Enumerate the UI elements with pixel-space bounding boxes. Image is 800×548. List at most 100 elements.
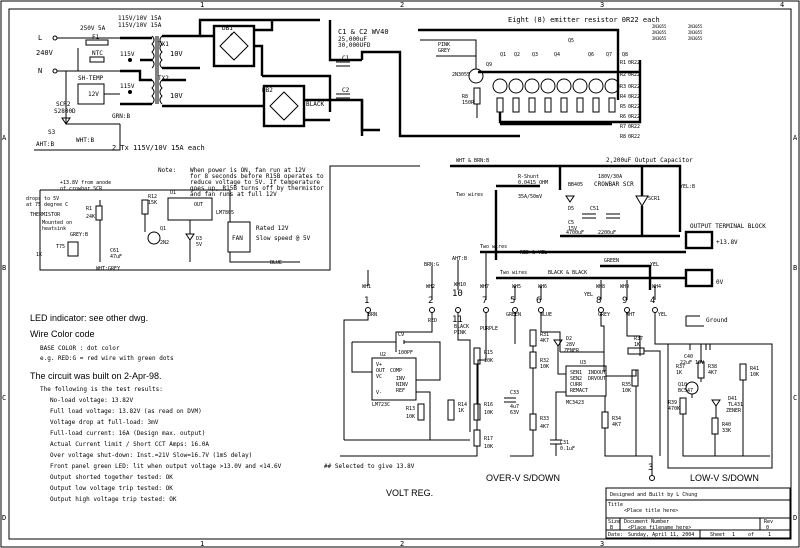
svg-text:Two wires: Two wires <box>480 244 507 250</box>
svg-text:12V: 12V <box>88 91 99 98</box>
svg-text:0R22: 0R22 <box>628 72 640 78</box>
svg-text:NINV: NINV <box>396 382 408 388</box>
svg-text:THERMISTOR: THERMISTOR <box>30 212 61 218</box>
svg-text:115V: 115V <box>120 83 135 90</box>
svg-text:R8: R8 <box>620 134 626 140</box>
wiring-labels: RED & YEL Two wires Two wires BLACK & BL… <box>424 244 686 290</box>
svg-text:R37: R37 <box>676 364 685 370</box>
svg-text:<Place filename here>: <Place filename here> <box>628 525 691 531</box>
svg-text:Slow speed @ 5V: Slow speed @ 5V <box>256 235 311 242</box>
terminal-8: 8 <box>596 296 604 313</box>
svg-text:reduce voltage to 5V. If tempe: reduce voltage to 5V. If temperature <box>190 179 320 186</box>
svg-text:C31: C31 <box>560 440 569 446</box>
svg-text:Q5: Q5 <box>568 38 574 44</box>
svg-text:WH4: WH4 <box>652 284 661 290</box>
svg-text:## Selected to give 13.8V: ## Selected to give 13.8V <box>324 463 415 470</box>
svg-text:BLUE: BLUE <box>270 260 282 266</box>
svg-text:Ground: Ground <box>706 317 728 324</box>
svg-text:2: 2 <box>400 540 404 548</box>
svg-text:10K: 10K <box>750 372 759 378</box>
svg-text:C2: C2 <box>342 87 350 94</box>
info-notes: LED indicator: see other dwg. Wire Color… <box>30 313 282 503</box>
svg-text:ZENER: ZENER <box>564 348 580 354</box>
svg-text:Q7: Q7 <box>606 52 612 58</box>
svg-text:C40: C40 <box>684 354 693 360</box>
svg-text:WHT:GREY: WHT:GREY <box>96 266 120 272</box>
fan-control: +13.8V from anode of crowbar SCR drops t… <box>26 165 420 272</box>
svg-text:When power is ON, fan run at 1: When power is ON, fan run at 12V <box>190 167 306 174</box>
transistors <box>492 78 620 94</box>
svg-text:Two wires: Two wires <box>456 192 483 198</box>
svg-text:R1: R1 <box>620 60 626 66</box>
svg-text:CURR: CURR <box>570 382 583 388</box>
svg-text:YEL: YEL <box>584 292 593 298</box>
svg-text:V+: V+ <box>376 362 382 368</box>
svg-text:Over voltage shut-down: Inst.=: Over voltage shut-down: Inst.=21V Slow=1… <box>50 452 252 459</box>
svg-text:GREY: GREY <box>598 312 610 318</box>
svg-text:1: 1 <box>200 540 204 548</box>
svg-text:+13.8V from anode: +13.8V from anode <box>60 180 111 186</box>
transformers: 115V/10V 15A 115V/10V 15A 115V 115V TX1 … <box>112 15 320 152</box>
svg-text:OUT: OUT <box>376 368 385 374</box>
svg-text:The following is the test resu: The following is the test results: <box>40 386 163 393</box>
svg-text:WHT:B: WHT:B <box>76 137 94 144</box>
svg-text:GRN:B: GRN:B <box>112 113 130 120</box>
emitter-resistors <box>496 97 616 113</box>
terminal-5: 5 <box>510 296 518 313</box>
svg-text:R16: R16 <box>484 402 493 408</box>
svg-text:C: C <box>793 394 797 402</box>
terminal-1: 1 <box>364 296 371 313</box>
svg-text:3: 3 <box>600 1 604 9</box>
svg-text:C1: C1 <box>342 55 350 62</box>
svg-text:SCR1: SCR1 <box>648 196 660 202</box>
svg-text:0V: 0V <box>716 279 724 286</box>
terminal-7: 7 <box>482 296 489 313</box>
terminal-wire-labels: WH1 WH2 WH10 WH7 WH5 WH6 WH8 WH9 WH4 BRN… <box>362 282 667 336</box>
svg-text:S2800D: S2800D <box>54 108 76 115</box>
svg-text:WHT & BRN:B: WHT & BRN:B <box>456 158 489 164</box>
terminal-3: 3 <box>648 463 655 481</box>
svg-text:INDOUT: INDOUT <box>588 370 606 376</box>
svg-text:LM723C: LM723C <box>372 402 390 408</box>
svg-text:D2: D2 <box>566 336 572 342</box>
svg-text:5V: 5V <box>196 242 202 248</box>
svg-text:115V/10V 15A: 115V/10V 15A <box>118 22 162 29</box>
svg-text:LOW-V S/DOWN: LOW-V S/DOWN <box>690 473 759 483</box>
svg-text:Title: Title <box>608 502 623 508</box>
terminal-11: 11 <box>452 315 463 325</box>
svg-text:R2: R2 <box>620 72 626 78</box>
svg-text:+: + <box>230 32 233 38</box>
svg-text:AHT:B: AHT:B <box>452 256 467 262</box>
svg-text:C33: C33 <box>510 390 519 396</box>
svg-text:U3: U3 <box>580 360 586 366</box>
svg-text:R40: R40 <box>722 422 731 428</box>
svg-text:0R22: 0R22 <box>628 124 640 130</box>
svg-text:Q3: Q3 <box>532 52 538 58</box>
svg-text:R12: R12 <box>148 194 157 200</box>
svg-text:T75: T75 <box>56 244 65 250</box>
svg-text:OUTPUT TERMINAL BLOCK: OUTPUT TERMINAL BLOCK <box>690 223 766 230</box>
svg-text:2,200uF Output Capacitor: 2,200uF Output Capacitor <box>606 157 693 164</box>
svg-text:0R22: 0R22 <box>628 134 640 140</box>
svg-text:0R22: 0R22 <box>628 114 640 120</box>
svg-text:10K: 10K <box>406 414 415 420</box>
svg-text:Mounted on: Mounted on <box>42 220 72 226</box>
svg-text:Designed and Built by L Chung: Designed and Built by L Chung <box>610 492 697 498</box>
svg-text:Rev: Rev <box>764 519 773 525</box>
svg-text:R13: R13 <box>406 406 415 412</box>
svg-text:of crowbar SCR: of crowbar SCR <box>60 186 103 192</box>
terminal-9: 9 <box>622 296 630 313</box>
svg-text:Voltage drop at full-load: 3mV: Voltage drop at full-load: 3mV <box>50 419 159 426</box>
svg-text:MC3423: MC3423 <box>566 400 584 406</box>
svg-text:10V: 10V <box>170 50 183 58</box>
svg-text:D5: D5 <box>568 206 574 212</box>
svg-text:35A/50mV: 35A/50mV <box>518 194 542 200</box>
svg-text:22uF 16V: 22uF 16V <box>680 360 704 366</box>
svg-text:BB405: BB405 <box>568 182 583 188</box>
svg-text:33K: 33K <box>722 428 731 434</box>
svg-text:R39: R39 <box>668 400 677 406</box>
svg-text:The circuit was built on 2-Apr: The circuit was built on 2-Apr-98. <box>30 371 162 381</box>
svg-text:1K: 1K <box>676 370 682 376</box>
svg-text:4K7: 4K7 <box>708 370 717 376</box>
